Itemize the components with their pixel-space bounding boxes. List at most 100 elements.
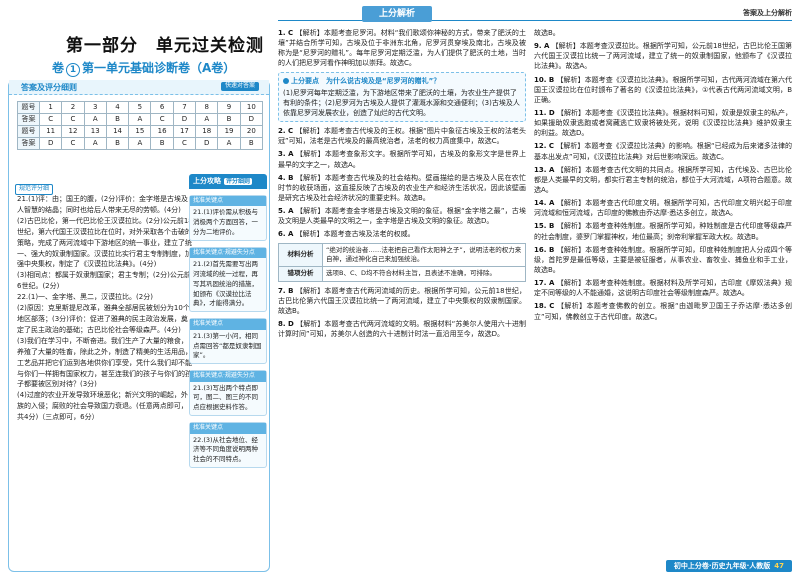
question-text: 【解析】本题考查种姓制度。根据材料及所学可知，古印度《摩奴法典》规定不同等级的人…: [534, 279, 792, 298]
question-number: 8. D: [278, 320, 294, 329]
table-cell: A: [195, 113, 219, 126]
question-text: 【解析】本题考查古代埃及的王权。根据“图片中象征古埃及王权的法老头冠”可知，法老…: [278, 127, 526, 146]
question-number: 15. B: [534, 222, 555, 231]
table-cell: D: [195, 137, 219, 150]
side-item-text: 21.(2)首先需要写出两河流域的统一过程，再写其巩固统治的措施，如颁布《汉谟拉…: [193, 260, 259, 308]
question-block: 14. A 【解析】本题考查古代印度文明。根据所学可知，古代印度文明兴起于印度河…: [534, 198, 792, 218]
list-item: 找准关键点 22.(3)从社会地位、经济等不同角度说明两种社会的不同特点。: [189, 421, 267, 468]
table-cell: 18: [195, 125, 219, 138]
question-text: 【解析】本题考查古代两河流域的历史。根据所学可知，公元前18世纪，古巴比伦第六代…: [278, 286, 526, 316]
question-text: 【解析】本题考查《汉谟拉比法典》的影响。根据“已经成为后来诸多法律的基本出发点”…: [534, 142, 792, 161]
table-cell: B: [105, 113, 130, 126]
question-block: 7. B 【解析】本题考查古代两河流域的历史。根据所学可知，公元前18世纪，古巴…: [278, 286, 526, 316]
table-cell: D: [239, 113, 264, 126]
question-text: 【解析】本题考查金字塔是古埃及文明的象征。根据“金字塔之最”，古埃及文明是人类最…: [278, 207, 526, 226]
table-cell: D: [172, 113, 197, 126]
table-cell: 15: [128, 125, 152, 138]
question-number: 2. C: [278, 127, 294, 136]
page-number: 47: [774, 561, 784, 570]
unit-number-badge: 1: [66, 63, 81, 77]
answer-paragraph: (3)相同点：都属于奴隶制国家；君主专制；(2分)公元前6世纪。(2分): [17, 271, 191, 291]
question-number: 16. B: [534, 245, 555, 254]
question-number: 4. B: [278, 173, 294, 182]
table-cell: C: [61, 137, 85, 150]
table-cell: 17: [172, 125, 197, 138]
table-row: 题号 1 2 3 4 5 6 7 8 9 10: [17, 101, 264, 114]
question-text: 【解析】本题考查古埃及法老的权威。: [295, 230, 415, 239]
table-cell: 13: [83, 125, 107, 138]
list-item: 找准关键点·规避失分点 21.(2)首先需要写出两河流域的统一过程，再写其巩固统…: [189, 246, 267, 313]
section-tag: 规范评分细: [15, 184, 54, 195]
table-cell: 12: [61, 125, 85, 138]
question-text: 【解析】本题考查汉谟拉比。根据所学可知，公元前18世纪，古巴比伦王国第六代国王汉…: [534, 42, 792, 71]
question-block: 12. C 【解析】本题考查《汉谟拉比法典》的影响。根据“已经成为后来诸多法律的…: [534, 141, 792, 161]
table-row: 错项分析 选项B、C、D均不符合材料主旨，且表述不准确，可排除。: [278, 266, 526, 282]
table-cell: 9: [217, 101, 241, 114]
question-number: 7. B: [278, 286, 294, 295]
question-block: 4. B 【解析】本题考查古代埃及的社会结构。壁画描绘的是古埃及人民在农忙时节的…: [278, 173, 526, 203]
question-text: 【解析】本题考查《汉谟拉比法典》。根据所学可知，古代两河流域在第六代国王汉谟拉比…: [534, 75, 792, 104]
answer-paragraph: (4)过度的农业开发导致环境恶化；新兴文明的崛起，外族的入侵；腐败的社会导致国力…: [17, 391, 188, 422]
table-cell: 选项B、C、D均不符合材料主旨，且表述不准确，可排除。: [322, 266, 526, 282]
answer-paragraph: 22.(1)一、金字塔、黑二，汉谟拉比。(2分): [17, 293, 153, 302]
answer-paragraph: (2)原因：克里斯提尼改革，雅典全部居民被划分为10个地区部落；(3分)评价：促…: [17, 304, 190, 334]
tip-title: 上分要点 为什么说古埃及是“尼罗河的赠礼”？: [283, 76, 521, 86]
side-head: 上分攻略评分细则: [189, 174, 267, 189]
middle-column: 1. C 【解析】本题考查尼罗河。材料“我们歌颂你神秘的方式，带来了肥沃的土壤”…: [278, 28, 526, 576]
question-number: 1. C: [278, 29, 294, 37]
question-block: 16. B 【解析】本题考查种姓制度。根据所学可知，印度种姓制度把人分成四个等级…: [534, 245, 792, 275]
table-cell: C: [61, 113, 85, 126]
question-text: 【解析】本题考查尼罗河。材料“我们歌颂你神秘的方式，带来了肥沃的土壤”并结合所学…: [278, 29, 526, 68]
side-item-text: 21.(3)写出两个特点即可，图二、图三的不同点应根据史料作答。: [193, 383, 259, 412]
side-item-text: 22.(3)从社会地位、经济等不同角度说明两种社会的不同特点。: [193, 435, 259, 464]
side-item-text: 21.(1)评价需从积极与消极两个方面回答，一分为二地评价。: [193, 208, 259, 236]
table-cell: “绝对的统治者……法老把自己看作太阳神之子”，说明法老的权力来自神，通过神化自己…: [322, 242, 526, 268]
question-block: 8. D 【解析】本题考查古代两河流域的文明。根据材料“苏美尔人使用六十进制计算…: [278, 319, 526, 339]
side-panel: 上分攻略评分细则 找准关键点 21.(1)评价需从积极与消极两个方面回答，一分为…: [189, 174, 267, 569]
table-header-cell: 答案: [17, 137, 40, 150]
tip-box: 上分要点 为什么说古埃及是“尼罗河的赠礼”？ (1)尼罗河每年定期泛滥，为下游地…: [278, 71, 526, 123]
table-row: 答案 D C A B A B C D A B: [17, 137, 264, 150]
side-item-tag: 找准关键点: [190, 422, 266, 434]
question-number: 3. A: [278, 150, 294, 159]
left-body: 21.(1)评：由；国王的腹，(2分)评价：金字塔是古埃及人智慧的结晶；同时也给…: [17, 194, 193, 423]
table-cell: 5: [128, 101, 152, 114]
question-number: 12. C: [534, 142, 555, 151]
table-cell: A: [128, 113, 152, 126]
list-item: 找准关键点·规避失分点 21.(3)写出两个特点即可，图二、图三的不同点应根据史…: [189, 370, 267, 416]
table-cell: C: [172, 137, 197, 150]
question-block: 10. B 【解析】本题考查《汉谟拉比法典》。根据所学可知，古代两河流域在第六代…: [534, 75, 792, 105]
question-block: 13. A 【解析】本题考查古代文明的共同点。根据所学可知，古代埃及、古巴比伦都…: [534, 165, 792, 195]
question-text: 【解析】本题考查佛教的创立。根据“由迦毗罗卫国王子乔达摩·悉达多创立”可知，佛教…: [534, 302, 792, 321]
question-block: 11. D 【解析】本题考查《汉谟拉比法典》。根据材料可知，奴隶是奴隶主的私产，…: [534, 108, 792, 138]
question-text: 【解析】本题考查古代两河流域的文明。根据材料“苏美尔人使用六十进制计算时间”可知…: [278, 320, 526, 339]
table-row: 答案 C C A B A C D A B D: [17, 113, 264, 126]
bullet-icon: [283, 77, 289, 84]
question-block: 2. C 【解析】本题考查古代埃及的王权。根据“图片中象征古埃及王权的法老头冠”…: [278, 126, 526, 146]
question-block: 6. A 【解析】本题考查古埃及法老的权威。: [278, 229, 526, 239]
list-item: 找准关键点 21.(3)第一小问，相同点需回答“都是奴隶制国家”。: [189, 318, 267, 364]
table-cell: A: [83, 113, 107, 126]
table-cell: 16: [150, 125, 174, 138]
tip-title-text: 上分要点 为什么说古埃及是“尼罗河的赠礼”？: [291, 76, 441, 85]
question-number: 6. A: [278, 230, 294, 239]
table-cell: 10: [239, 101, 264, 114]
answer-header: 答案及评分细则 快速对答案: [9, 80, 269, 95]
table-cell: 2: [61, 101, 85, 114]
question-block: 5. A 【解析】本题考查金字塔是古埃及文明的象征。根据“金字塔之最”，古埃及文…: [278, 206, 526, 226]
table-cell: 14: [105, 125, 130, 138]
question-number: 13. A: [534, 165, 555, 174]
answer-tag: 快速对答案: [220, 82, 259, 91]
table-cell: C: [38, 113, 63, 126]
question-number: 5. A: [278, 207, 294, 216]
table-header-cell: 错项分析: [278, 266, 323, 282]
footer-label: 初中上分卷·历史九年级·人教版: [673, 561, 771, 570]
table-cell: 6: [150, 101, 174, 114]
table-header-cell: 题号: [17, 125, 40, 138]
question-number: 18. C: [534, 302, 555, 311]
answer-paragraph: 21.(1)评：由；国王的腹，(2分)评价：金字塔是古埃及人智慧的结晶；同时也给…: [17, 195, 188, 214]
question-block: 15. B 【解析】本题考查种姓制度。根据所学可知，种姓制度是古代印度等级森严的…: [534, 221, 792, 241]
